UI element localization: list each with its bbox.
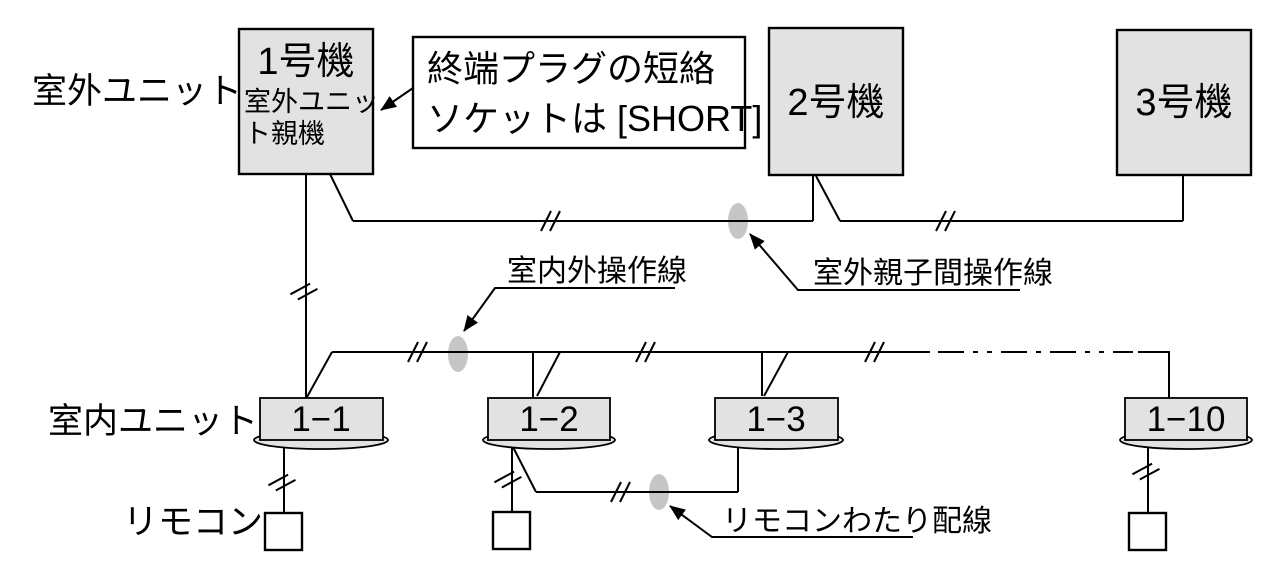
indoor-unit-1-10-label: 1−10 [1147,400,1226,439]
outdoor-unit-3-title: 3号機 [1135,82,1232,124]
remote-controller-1-box [263,511,304,552]
leader-parent-child-line [749,233,1020,291]
indoor-row-label: 室内ユニット [48,402,258,441]
remote-crossover-line-label: リモコンわたり配線 [722,505,992,538]
unit-boxes [237,26,1253,552]
parent-child-line-label: 室外親子間操作線 [813,257,1053,290]
outdoor-unit-3-box [1115,28,1253,177]
diagram-labels: 室外ユニット 1号機 室外ユニッ ト親機 終端プラグの短絡 ソケットは [SHO… [32,41,1233,542]
wire-unit1-bus-diagonal [329,173,354,222]
wire-indoor-unit10-elbow [1138,351,1170,398]
indoor-unit-1-3-label: 1−3 [746,400,805,439]
outdoor-unit-2-title: 2号機 [787,82,884,124]
callout-text-line1: 終端プラグの短絡 [427,48,715,89]
wire-unit2-bus-diagonal [815,175,841,222]
wire-indoor-bus-start-diagonal [306,351,333,398]
wire-break-marks [267,210,1161,503]
indoor-unit-1-1-box [259,397,384,441]
indoor-unit-1-2-box [487,397,611,441]
leader-indoor-outdoor-line [463,287,675,332]
remote-row-label: リモコン [123,503,263,542]
indoor-outdoor-line-label: 室内外操作線 [507,255,687,288]
indoor-unit-1-3-box [714,397,839,441]
wire-indoor-unit3-diagonal [763,351,789,397]
outdoor-unit-2-box [767,26,905,177]
annotation-leaders [380,87,1020,538]
leader-remote-crossover-line [669,505,913,538]
outdoor-unit-1-title: 1号機 [257,41,354,83]
callout-arrow [380,87,414,111]
wire-indoor-unit2-diagonal [536,351,561,397]
callout-text-line2: ソケットは [SHORT] [427,98,762,139]
outdoor-row-label: 室外ユニット [32,72,242,111]
outdoor-unit-1-box [237,27,375,176]
callout-box [411,35,747,150]
outdoor-unit-1-subtitle-1: 室外ユニッ [244,87,379,117]
wire-remote-crossover-diagonal [512,446,537,493]
remote-controller-10-box [1127,511,1168,552]
wiring-lines [283,173,1184,513]
junction-markers [448,203,748,510]
indoor-unit-1-1-label: 1−1 [291,400,350,439]
remote-controller-2-box [491,510,532,551]
indoor-unit-1-10-box [1124,397,1248,441]
outdoor-unit-1-subtitle-2: ト親機 [244,119,325,149]
junction-marker-indoor [448,336,468,372]
indoor-unit-1-2-label: 1−2 [519,400,578,439]
